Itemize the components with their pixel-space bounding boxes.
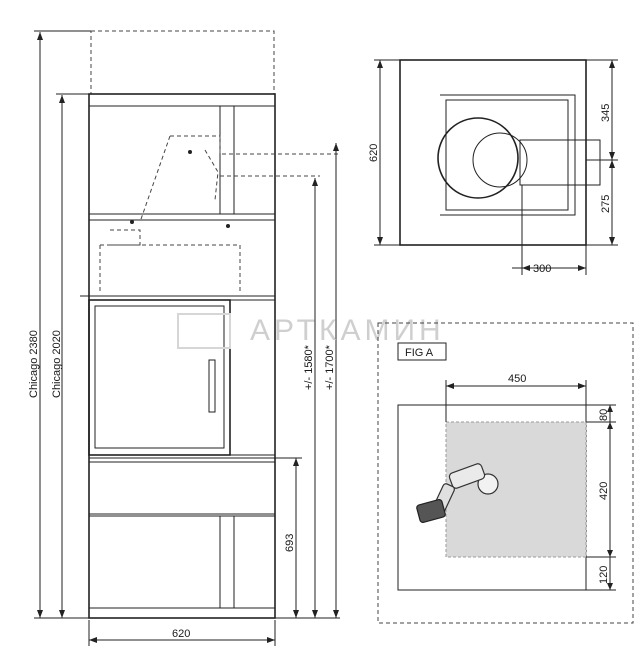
fig-a-label-box (397, 342, 447, 361)
chimney-extension-outline (90, 30, 275, 95)
dim-lower-height: 693 (284, 534, 296, 552)
top-cap (88, 93, 276, 107)
flue-collar-inner (472, 132, 528, 188)
fig-a: FIG A 450 80 420 120 (377, 322, 634, 624)
top-view-firebox (440, 94, 576, 216)
air-dashed (110, 229, 141, 246)
firebox-side-panel (229, 299, 276, 456)
flue-collar-outer (437, 117, 519, 199)
flue-dashed-curve (204, 149, 219, 201)
dim-top-offset: 345 (600, 104, 612, 122)
flue-dashed-slope (139, 135, 171, 223)
fig-a-frame (377, 322, 634, 624)
top-view-outline (399, 59, 587, 246)
door-handle[interactable] (208, 359, 216, 413)
flue-dashed-top (170, 135, 340, 155)
dim-firebox-1580: +/- 1580* (303, 344, 315, 390)
dim-width: 620 (172, 628, 190, 640)
dim-bottom-offset: 275 (600, 195, 612, 213)
bolt-marker (188, 150, 192, 154)
dim-fig-a-bottom: 120 (598, 566, 610, 584)
drawer (88, 461, 276, 515)
top-view-inner (445, 99, 569, 211)
watermark-logo (177, 313, 231, 349)
dim-side-offset: 300 (533, 263, 551, 275)
door-glass (94, 305, 225, 449)
upper-side-panel (219, 105, 235, 215)
dim-fig-a-middle: 420 (598, 482, 610, 500)
top-view: 620 345 275 300 (368, 59, 618, 275)
bolt-marker-3 (130, 220, 134, 224)
dim-total-height: Chicago 2380 (28, 330, 40, 398)
bolt-marker-2 (226, 224, 230, 228)
dim-body-height: Chicago 2020 (51, 330, 63, 398)
dim-top-depth: 620 (368, 144, 380, 162)
lower-side-panel (219, 515, 235, 609)
watermark: АРТКАМИН (250, 314, 445, 347)
front-view: Chicago 2380 Chicago 2020 +/- 1580* +/- … (28, 30, 340, 646)
cutout-area (445, 421, 587, 558)
drill-icon (416, 463, 499, 523)
flue-duct (519, 139, 601, 186)
fig-a-label: FIG A (405, 347, 434, 359)
dim-firebox-1700: +/- 1700* (324, 344, 336, 390)
lower-compartment (88, 515, 276, 609)
dim-fig-a-width: 450 (508, 373, 526, 385)
dim-fig-a-top: 80 (598, 409, 610, 421)
stove-body-outline (88, 93, 276, 619)
